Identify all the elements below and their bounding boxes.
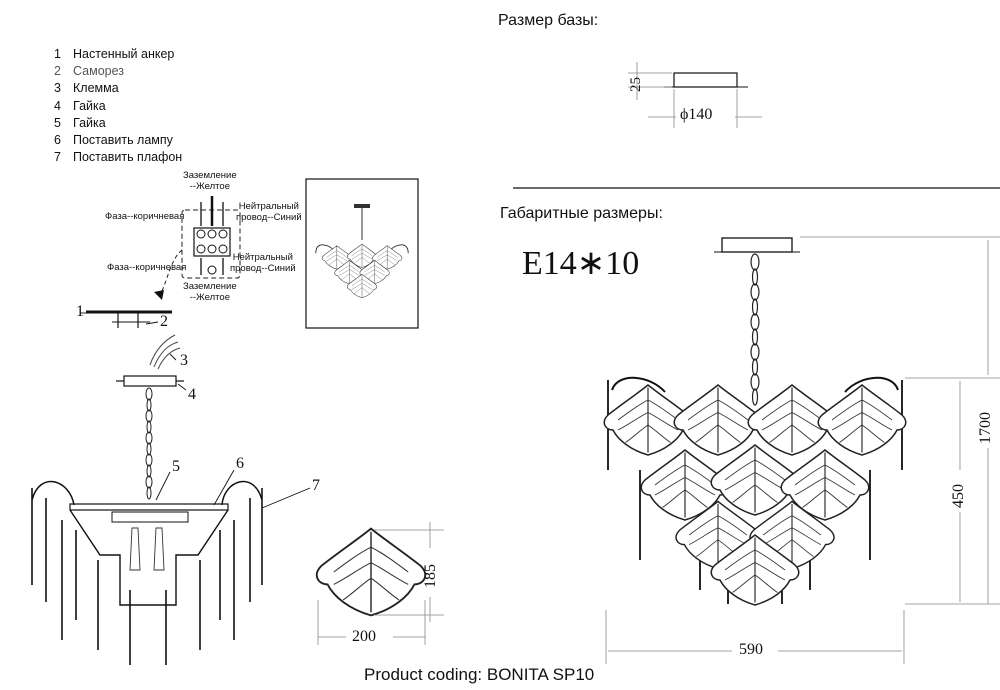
overall-size-heading: Габаритные размеры: [500, 205, 663, 222]
body-height-label: 450 [950, 484, 967, 508]
base-diameter-label: ϕ140 [680, 106, 713, 123]
chain [145, 387, 153, 500]
assembly-drawing [31, 310, 311, 665]
wiring-ground-bottom: Заземление --Желтое [183, 281, 237, 303]
bulb-spec: E14∗10 [522, 245, 640, 282]
callout-6: 6 [236, 455, 244, 472]
callout-1: 1 [76, 303, 84, 320]
shade-drawing [315, 522, 444, 645]
wiring-neutral-top: Нейтральный провод--Синий [236, 201, 302, 223]
base-size-drawing [628, 62, 762, 128]
wiring-ground-top: Заземление --Желтое [183, 170, 237, 192]
shade-width-label: 200 [352, 628, 376, 645]
total-height-label: 1700 [977, 412, 994, 444]
wiring-phase-bottom: Фаза--коричневая [107, 262, 187, 273]
wiring-phase-top: Фаза--коричневая [105, 211, 185, 222]
callout-7: 7 [312, 477, 320, 494]
wiring-diagram [154, 196, 241, 300]
base-height-label: 25 [628, 77, 644, 92]
wiring-neutral-bottom: Нейтральный провод--Синий [230, 252, 296, 274]
shade-height-label: 185 [422, 564, 439, 588]
base-size-heading: Размер базы: [498, 12, 599, 29]
callout-3: 3 [180, 352, 188, 369]
callout-2: 2 [160, 313, 168, 330]
main-chandelier-drawing [603, 236, 1000, 664]
product-coding: Product coding: BONITA SP10 [364, 665, 595, 684]
main-chain [750, 253, 760, 406]
chandelier-preview [305, 178, 419, 329]
callout-4: 4 [188, 386, 196, 403]
callout-5: 5 [172, 458, 180, 475]
width-label: 590 [739, 641, 763, 658]
